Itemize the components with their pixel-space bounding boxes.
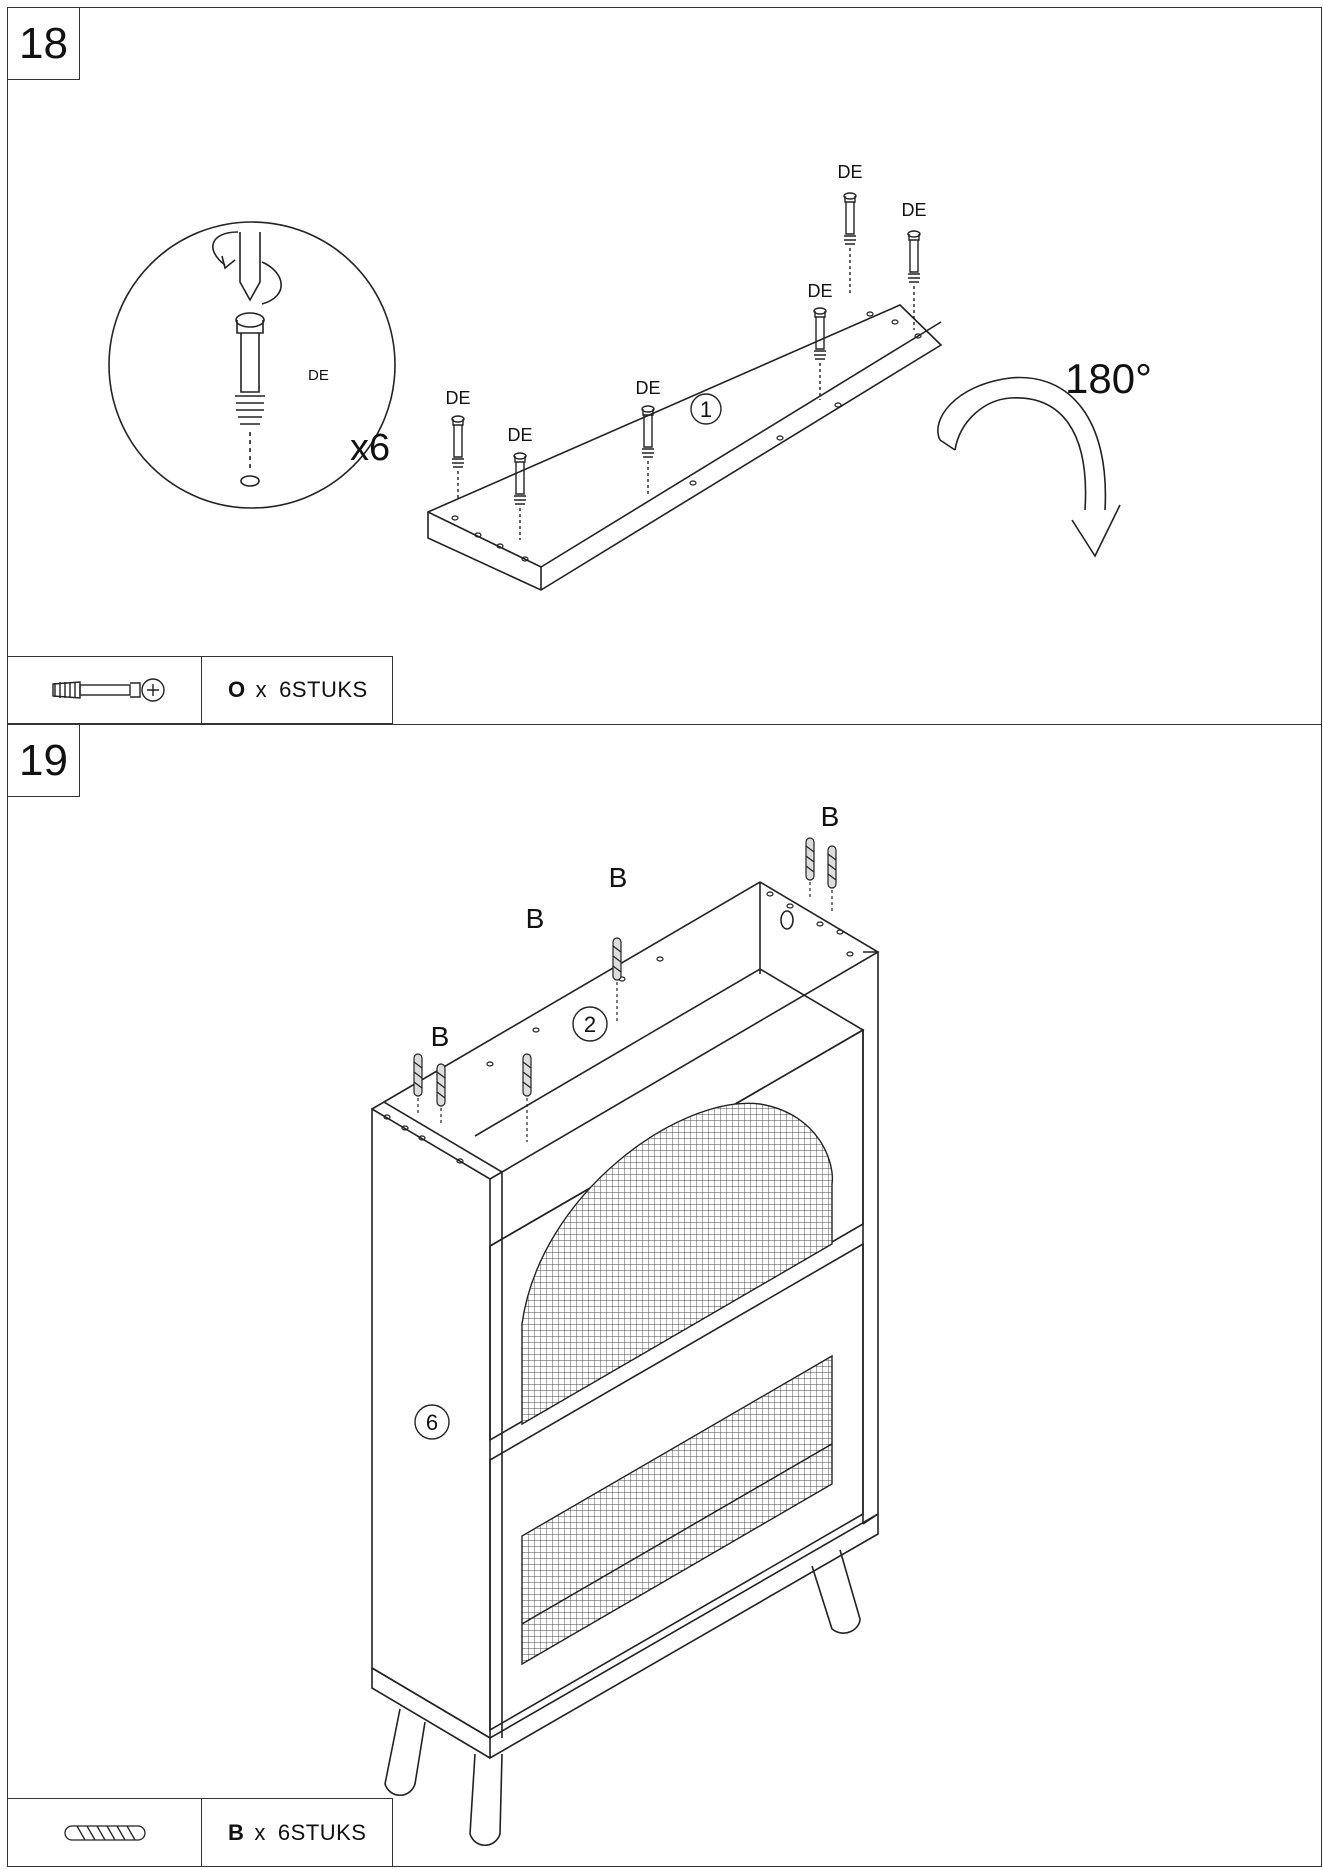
callout-multiplier: x6	[350, 427, 390, 469]
board-label-1: 1	[690, 393, 722, 425]
cam-bolt	[813, 307, 827, 400]
bolt-label: DE	[445, 388, 470, 408]
cam-bolt-icon	[8, 657, 202, 723]
cam-bolt	[513, 452, 527, 540]
bolt-label: DE	[837, 162, 862, 182]
cam-bolt	[907, 230, 921, 330]
legend-text: B x 6STUKS	[202, 1799, 366, 1866]
svg-text:1: 1	[700, 397, 712, 422]
callout-label: DE	[308, 367, 329, 384]
step-18-illustration: DE x6 1 180° DE DE DE DE DE DE	[108, 162, 1152, 591]
bolt-label: DE	[507, 425, 532, 445]
lower-door	[489, 1242, 864, 1732]
cam-bolt	[843, 192, 857, 296]
bolt-label: DE	[901, 200, 926, 220]
wood-dowel-icon	[8, 1799, 202, 1866]
step-18-parts-legend: O x 6STUKS	[7, 656, 393, 724]
legend-times: x	[255, 677, 268, 702]
wood-dowel	[522, 1053, 532, 1142]
dowel-label: B	[431, 1021, 450, 1052]
wood-dowel	[436, 1063, 446, 1126]
legend-qty: 6STUKS	[277, 1819, 367, 1845]
wood-dowel	[805, 837, 815, 900]
panel-label-6: 6	[414, 1404, 450, 1440]
bolt-label: DE	[807, 281, 832, 301]
panel-label-2: 2	[572, 1006, 608, 1042]
step-number-19: 19	[7, 724, 80, 797]
bolt-label: DE	[635, 378, 660, 398]
legend-times: x	[254, 1819, 266, 1845]
rotation-label: 180°	[1065, 355, 1152, 402]
step-19-parts-legend: B x 6STUKS	[7, 1798, 393, 1867]
cam-bolt	[641, 405, 655, 497]
dowel-label: B	[821, 801, 840, 832]
svg-text:2: 2	[584, 1012, 596, 1037]
legend-text: O x 6STUKS	[202, 657, 368, 723]
wood-dowel	[413, 1053, 423, 1116]
legend-part: B	[228, 1819, 245, 1845]
board-part-1	[427, 304, 943, 591]
dowel-label: B	[609, 862, 628, 893]
upper-door	[489, 1028, 864, 1442]
legend-qty: 6STUKS	[279, 677, 368, 702]
page-frame	[7, 7, 1322, 1867]
step-divider	[7, 724, 1322, 725]
step-number-18: 18	[7, 7, 80, 80]
cam-bolt	[451, 415, 465, 500]
dowel-label: B	[526, 903, 545, 934]
step-19-illustration: B B B B 2 6	[371, 801, 880, 1847]
svg-text:6: 6	[426, 1410, 438, 1435]
wood-dowel	[612, 937, 622, 1024]
rotate-arrow	[937, 376, 1107, 511]
legend-part: O	[228, 677, 246, 702]
detail-callout-circle	[108, 221, 396, 509]
wood-dowel	[827, 845, 837, 912]
